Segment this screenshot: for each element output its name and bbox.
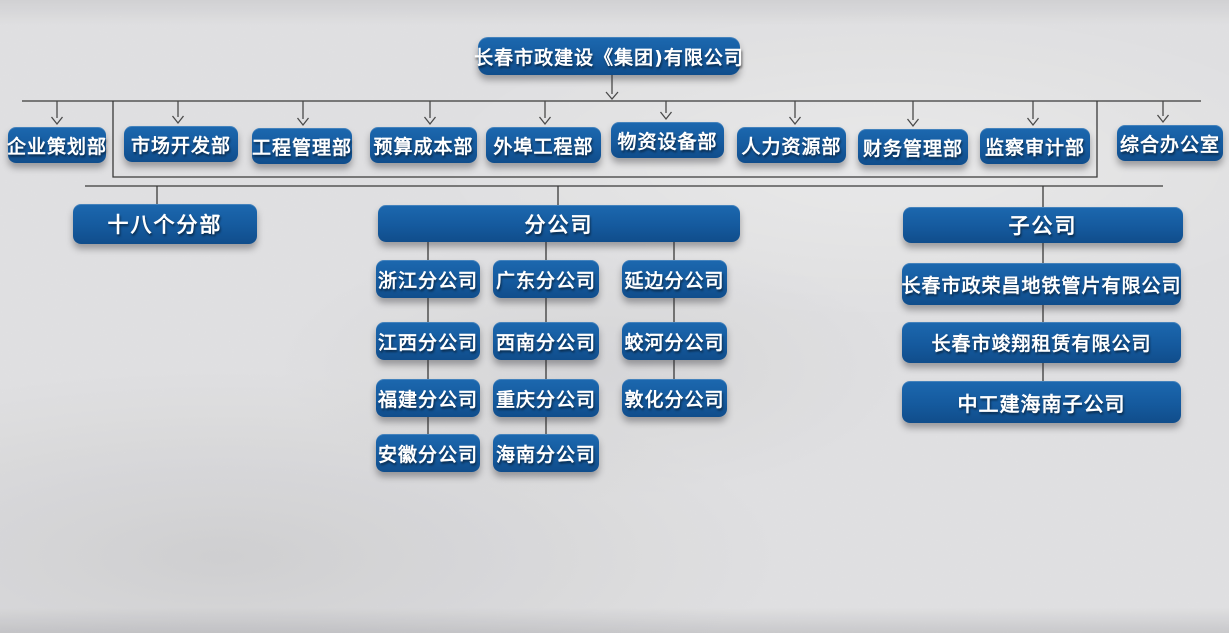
root-company-node: 长春市政建设《集团)有限公司 bbox=[474, 37, 743, 75]
branch-company-node: 浙江分公司 bbox=[376, 260, 480, 298]
department-arrows bbox=[50, 101, 1170, 128]
subsidiaries-node: 子公司 bbox=[903, 207, 1183, 243]
branch-company-node: 敦化分公司 bbox=[622, 379, 727, 417]
department-node-4: 预算成本部 bbox=[370, 127, 477, 163]
department-node-8: 财务管理部 bbox=[858, 129, 968, 165]
department-node-2: 市场开发部 bbox=[124, 126, 238, 162]
department-node-6: 物资设备部 bbox=[611, 122, 724, 158]
subsidiary-company-node: 中工建海南子公司 bbox=[902, 381, 1181, 423]
branch-company-node: 广东分公司 bbox=[493, 260, 599, 298]
department-node-7: 人力资源部 bbox=[737, 127, 846, 163]
branch-company-node: 蛟河分公司 bbox=[622, 322, 727, 360]
branch-company-node: 江西分公司 bbox=[376, 322, 480, 360]
department-node-3: 工程管理部 bbox=[252, 128, 352, 164]
department-node-1: 企业策划部 bbox=[7, 127, 106, 163]
department-node-9: 监察审计部 bbox=[980, 128, 1090, 164]
branch-company-node: 延边分公司 bbox=[622, 260, 727, 298]
branch-units-node: 十八个分部 bbox=[73, 204, 257, 244]
subsidiary-company-node: 长春市竣翔租赁有限公司 bbox=[902, 322, 1181, 363]
branch-companies-node: 分公司 bbox=[378, 205, 740, 242]
branch-company-node: 海南分公司 bbox=[493, 434, 599, 472]
branch-company-node: 福建分公司 bbox=[376, 379, 480, 417]
branch-company-node: 重庆分公司 bbox=[493, 379, 599, 417]
department-node-5: 外埠工程部 bbox=[486, 127, 601, 163]
root-arrow bbox=[605, 75, 619, 100]
branch-company-node: 西南分公司 bbox=[493, 322, 599, 360]
branch-company-node: 安徽分公司 bbox=[376, 434, 480, 472]
subsidiary-company-node: 长春市政荣昌地铁管片有限公司 bbox=[902, 263, 1181, 305]
department-node-10: 综合办公室 bbox=[1117, 125, 1223, 161]
